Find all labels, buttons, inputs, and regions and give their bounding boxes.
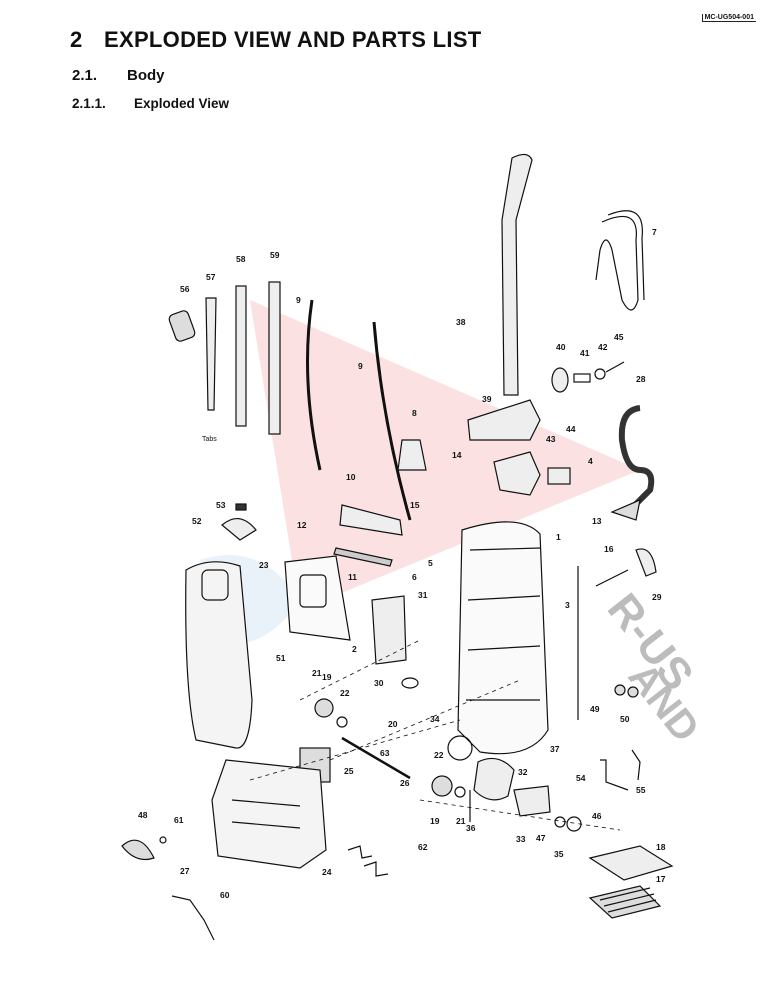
part-label-27: 27 [180,866,190,876]
part-label-58: 58 [236,254,246,264]
part-label-46: 46 [592,811,602,821]
part-label-52: 52 [192,516,202,526]
part-label-33: 33 [516,834,526,844]
part-label-18: 18 [656,842,666,852]
part-label-37: 37 [550,744,560,754]
part-label-19: 19 [430,816,440,826]
part-label-22: 22 [434,750,444,760]
subsubsection-title: Exploded View [134,96,230,111]
parts-drawing [121,153,674,941]
part-label-48: 48 [138,810,148,820]
subsubsection-heading: 2.1.1. Exploded View [72,96,229,111]
part-label-7: 7 [652,227,657,237]
part-label-21: 21 [456,816,466,826]
part-label-61: 61 [174,815,184,825]
part-label-16: 16 [604,544,614,554]
subsection-title: Body [127,67,165,84]
part-label-5: 5 [428,558,433,568]
part-label-2: 2 [352,644,357,654]
part-label-56: 56 [180,284,190,294]
part-label-13: 13 [592,516,602,526]
part-label-63: 63 [380,748,390,758]
part-label-36: 36 [466,823,476,833]
part-label-41: 41 [580,348,590,358]
part-label-11: 11 [348,572,357,582]
part-label-59: 59 [270,250,280,260]
part-label-40: 40 [556,342,566,352]
part-label-22: 22 [340,688,350,698]
subsubsection-number: 2.1.1. [72,96,106,111]
part-label-28: 28 [636,374,646,384]
part-label-62: 62 [418,842,428,852]
section-title: EXPLODED VIEW AND PARTS LIST [104,27,482,52]
part-label-57: 57 [206,272,216,282]
part-label-32: 32 [518,767,528,777]
part-label-tabs: Tabs [202,436,217,443]
part-label-30: 30 [374,678,384,688]
part-label-23: 23 [259,560,269,570]
part-label-9: 9 [296,295,301,305]
section-number: 2 [70,27,83,52]
document-id: MC-UG504-001 [701,14,756,22]
part-label-35: 35 [554,849,564,859]
part-label-14: 14 [452,450,462,460]
part-label-26: 26 [400,778,410,788]
part-label-6: 6 [412,572,417,582]
part-label-51: 51 [276,653,286,663]
part-label-60: 60 [220,890,230,900]
part-label-49: 49 [590,704,600,714]
part-label-44: 44 [566,424,576,434]
subsection-heading: 2.1. Body [72,67,165,84]
part-label-47: 47 [536,833,546,843]
part-label-9: 9 [358,361,363,371]
part-label-53: 53 [216,500,226,510]
part-label-43: 43 [546,434,556,444]
part-label-42: 42 [598,342,608,352]
part-label-24: 24 [322,867,332,877]
part-label-8: 8 [412,408,417,418]
part-label-34: 34 [430,714,440,724]
part-label-4: 4 [588,456,593,466]
part-label-55: 55 [636,785,646,795]
part-label-25: 25 [344,766,354,776]
part-label-45: 45 [614,332,624,342]
part-label-12: 12 [297,520,307,530]
part-label-39: 39 [482,394,492,404]
part-label-10: 10 [346,472,356,482]
part-label-29: 29 [652,592,662,602]
part-label-17: 17 [656,874,666,884]
part-label-21: 21 [312,668,322,678]
part-label-50: 50 [620,714,630,724]
part-label-20: 20 [388,719,398,729]
part-label-15: 15 [410,500,420,510]
part-label-38: 38 [456,317,466,327]
subsection-number: 2.1. [72,67,98,84]
section-heading: 2 EXPLODED VIEW AND PARTS LIST [70,27,482,53]
part-label-1: 1 [556,532,561,542]
part-label-54: 54 [576,773,586,783]
part-label-3: 3 [565,600,570,610]
part-label-31: 31 [418,590,428,600]
part-label-19: 19 [322,672,332,682]
